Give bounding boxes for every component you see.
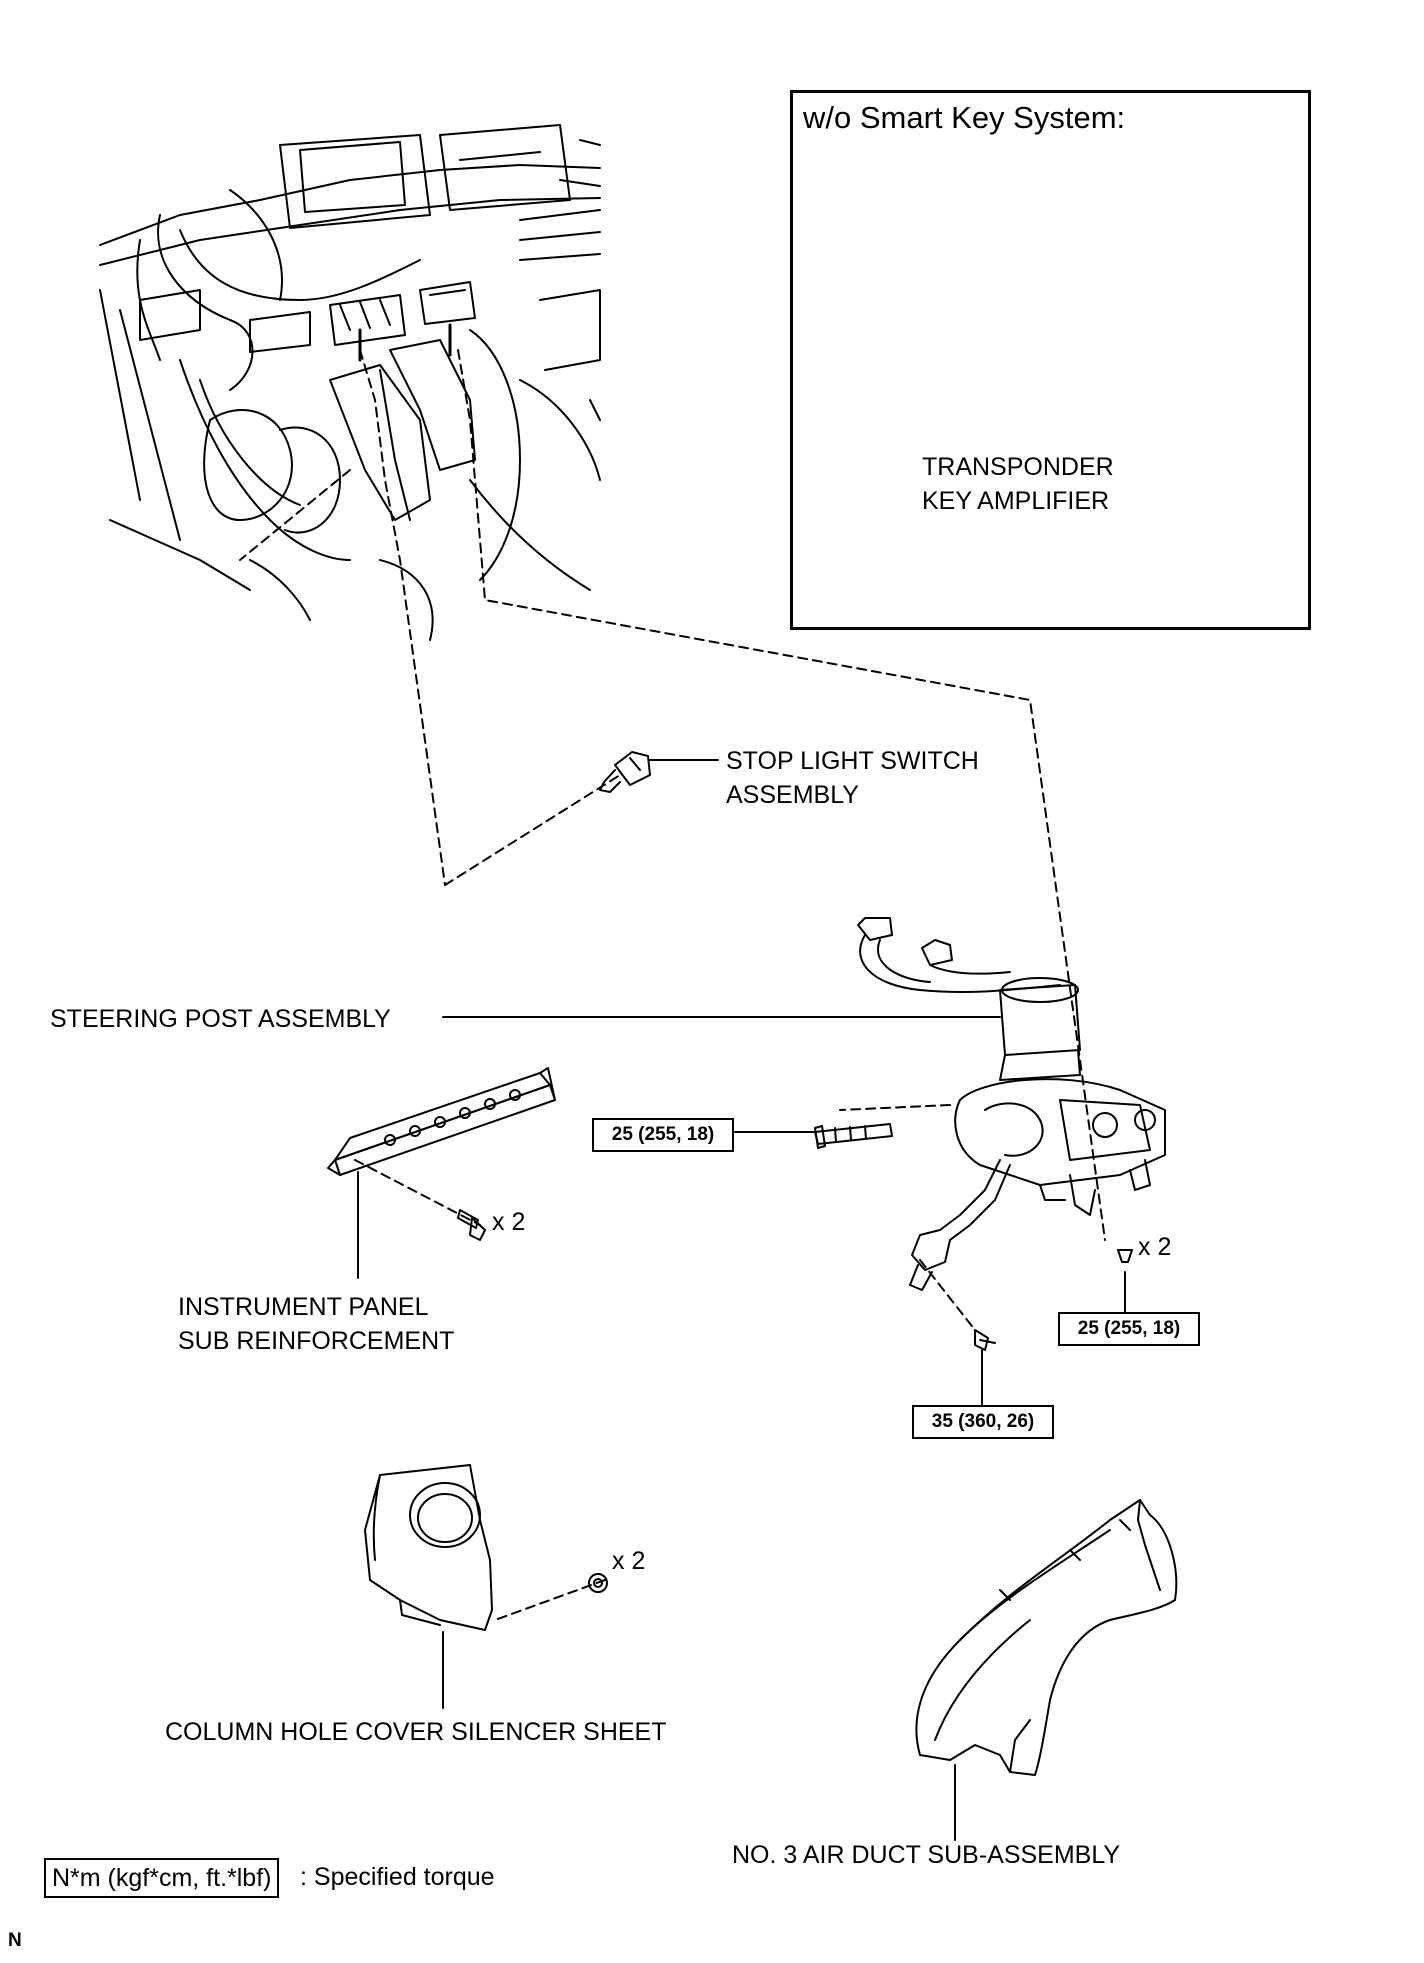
silencer-clip-qty: x 2 xyxy=(612,1547,646,1575)
torque-post-nut: 25 (255, 18) xyxy=(1058,1312,1200,1346)
post-bolt xyxy=(814,1123,893,1149)
lower-bolt xyxy=(974,1329,996,1351)
stop-light-switch xyxy=(599,751,651,793)
steering-post-assembly xyxy=(857,917,1166,1291)
steering-post-label: STEERING POST ASSEMBLY xyxy=(50,1005,391,1033)
reinforcement-bolt-qty: x 2 xyxy=(492,1208,526,1236)
column-hole-cover-silencer-sheet xyxy=(364,1464,493,1631)
instrument-panel-label-line2: SUB REINFORCEMENT xyxy=(178,1327,455,1355)
column-hole-label: COLUMN HOLE COVER SILENCER SHEET xyxy=(165,1718,667,1746)
corner-mark: N xyxy=(8,1930,22,1951)
transponder-label-line2: KEY AMPLIFIER xyxy=(922,487,1110,515)
post-nut xyxy=(1117,1249,1133,1263)
reinforcement-bolt xyxy=(457,1209,486,1241)
dashboard-pedal-area xyxy=(99,124,601,641)
instrument-panel-label-line1: INSTRUMENT PANEL xyxy=(178,1293,429,1321)
transponder-label-line1: TRANSPONDER xyxy=(922,453,1114,481)
no3-air-duct-sub-assembly xyxy=(915,1499,1178,1776)
air-duct-label: NO. 3 AIR DUCT SUB-ASSEMBLY xyxy=(732,1841,1121,1869)
torque-legend-unit: N*m (kgf*cm, ft.*lbf) xyxy=(44,1858,280,1898)
inset-title: w/o Smart Key System: xyxy=(803,100,1126,135)
silencer-clip xyxy=(588,1573,608,1593)
post-nut-qty: x 2 xyxy=(1138,1233,1172,1261)
stop-light-label-line1: STOP LIGHT SWITCH xyxy=(726,747,979,775)
dashed-leaders xyxy=(239,349,1106,1621)
torque-lower-bolt: 35 (360, 26) xyxy=(912,1405,1054,1439)
smart-key-inset xyxy=(790,90,1311,630)
torque-legend-text: : Specified torque xyxy=(300,1863,495,1891)
stop-light-label-line2: ASSEMBLY xyxy=(726,781,859,809)
instrument-panel-sub-reinforcement xyxy=(327,1067,556,1176)
torque-post-bolt: 25 (255, 18) xyxy=(592,1118,734,1152)
